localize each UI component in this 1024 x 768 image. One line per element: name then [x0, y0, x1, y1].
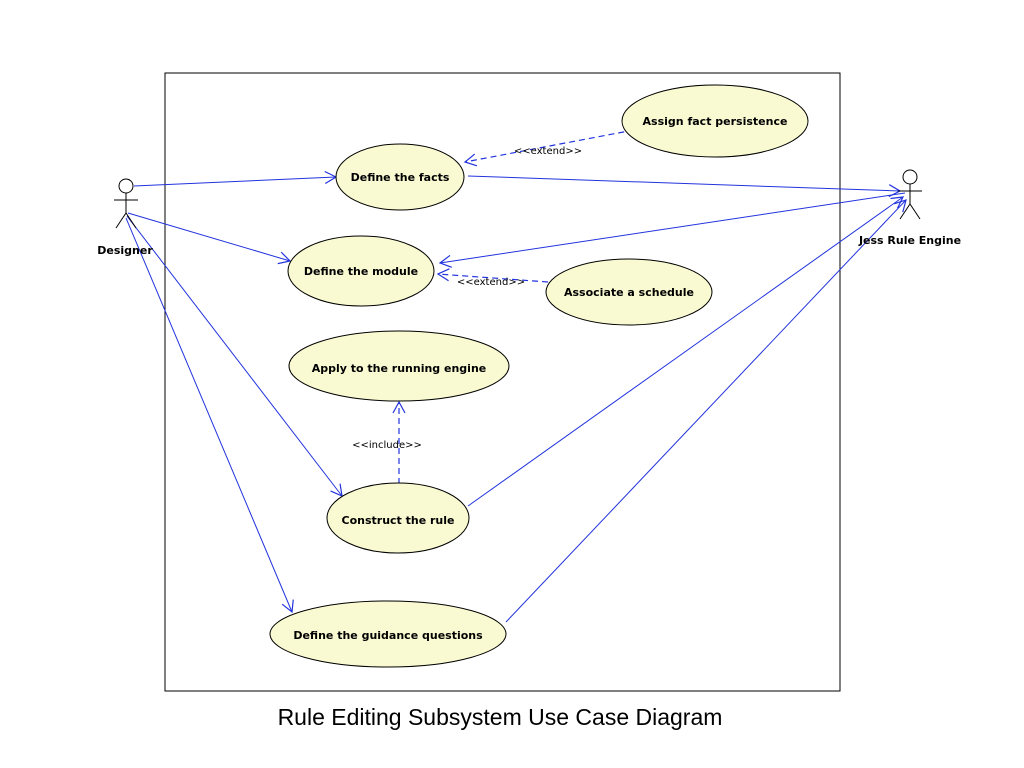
engine-label: Jess Rule Engine: [858, 234, 961, 247]
association-engine-define-module: [438, 192, 906, 268]
association-designer-define-module: [127, 212, 292, 265]
extend-persistence-label: <<extend>>: [514, 146, 582, 157]
use-case-apply-engine: Apply to the running engine: [288, 330, 510, 402]
association-construct-rule-engine: [467, 196, 905, 507]
extend-schedule-line: [436, 268, 549, 283]
assign-persistence-label: Assign fact persistence: [643, 115, 788, 128]
engine-actor: [898, 169, 922, 220]
extend-persistence-line: [463, 129, 635, 167]
association-guidance-questions-engine: [505, 199, 907, 623]
diagram-caption: Rule Editing Subsystem Use Case Diagram: [277, 704, 723, 730]
association-designer-define-facts: [133, 170, 338, 187]
use-case-assign-persistence: Assign fact persistence: [621, 84, 809, 158]
system-boundary: [164, 72, 841, 692]
use-case-define-facts: Define the facts: [335, 143, 465, 211]
define-module-label: Define the module: [304, 265, 418, 278]
use-case-define-module: Define the module: [287, 235, 435, 307]
guidance-questions-label: Define the guidance questions: [293, 629, 483, 642]
association-define-facts-engine: [467, 175, 902, 198]
construct-rule-label: Construct the rule: [342, 514, 455, 527]
apply-engine-label: Apply to the running engine: [312, 362, 487, 375]
associate-schedule-label: Associate a schedule: [564, 286, 694, 299]
designer-label: Designer: [97, 244, 153, 257]
use-case-guidance-questions: Define the guidance questions: [269, 600, 507, 668]
designer-head: [118, 178, 134, 194]
include-apply-label: <<include>>: [352, 440, 422, 451]
association-designer-construct-rule: [126, 215, 343, 497]
define-facts-label: Define the facts: [351, 171, 450, 184]
use-case-construct-rule: Construct the rule: [326, 482, 470, 554]
engine-head: [902, 169, 918, 185]
association-designer-guidance-questions: [125, 217, 294, 614]
designer-associations: [125, 170, 343, 614]
use-case-associate-schedule: Associate a schedule: [545, 258, 713, 326]
extend-schedule-label: <<extend>>: [457, 277, 525, 288]
designer-actor: [114, 178, 138, 229]
engine-associations: [438, 175, 907, 623]
dependencies: [392, 129, 635, 484]
